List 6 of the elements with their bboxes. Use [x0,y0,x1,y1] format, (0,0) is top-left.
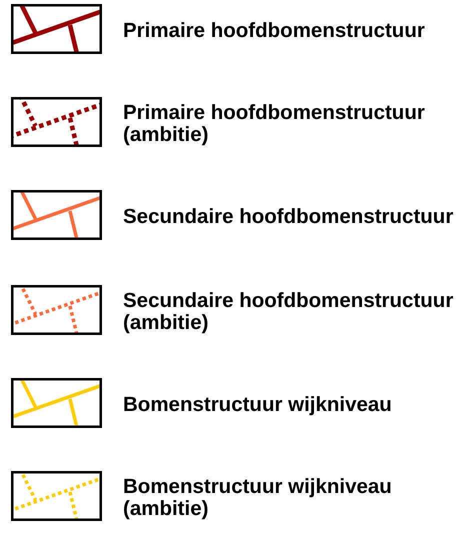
legend-label: Primaire hoofdbomenstructuur [123,20,426,42]
legend-label: Secundaire hoofdbomenstructuur (ambitie) [123,290,454,334]
legend-label: Bomenstructuur wijkniveau (ambitie) [123,476,393,520]
legend-label: Bomenstructuur wijkniveau [123,394,393,416]
legend-label: Secundaire hoofdbomenstructuur [123,206,454,228]
legend-label: Primaire hoofdbomenstructuur (ambitie) [123,102,426,146]
